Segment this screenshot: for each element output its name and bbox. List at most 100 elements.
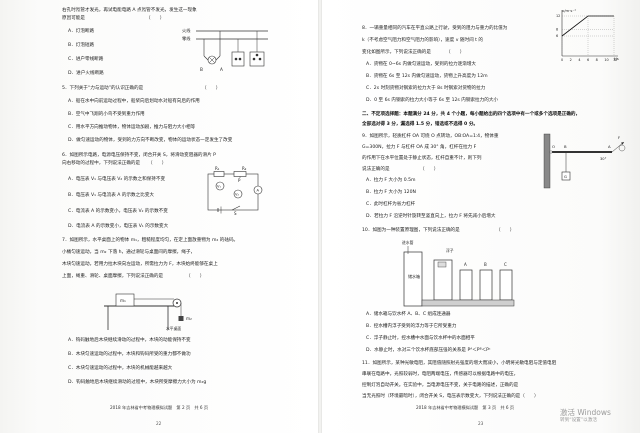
q4-label-live: 火线: [182, 27, 191, 33]
q5-option-c: C．用水平方向推动物体，物体运动加剧，推力与阻力大小相等: [68, 125, 196, 130]
q9-label-b: B: [564, 144, 567, 149]
q11-stem-line2: 串联在电路中，光照较弱时，电阻两端电压，传感器可以根据电路中的电压，: [362, 372, 519, 377]
q6-answer-bracket: （ ）: [148, 161, 167, 166]
q5-option-a: A．船在水中向前运动过程中，船桨向后划动水对船有向后的作用: [68, 99, 200, 104]
q4-option-a: A．灯泡断路: [68, 29, 95, 34]
q11-stem-line3: 控制灯泡自动开关。在实验中，当电源电压不变，关于电路的描述，正确的是: [362, 383, 519, 388]
q8-option-d: D．0 至 6s 内钢索的拉力大小等于 6s 至 12s 内钢索拉力的大小: [366, 98, 499, 103]
q9-answer-bracket: （ ）: [420, 167, 439, 172]
q8-x-tick-label: 6: [587, 58, 589, 62]
q6-stem-line2: 向右移动的过程中，下列说法正确的是: [62, 161, 141, 166]
q7-label-m2: m₂: [186, 316, 192, 321]
q4-circuit-figure: 火线 零线 B A: [182, 27, 268, 72]
q9-stem-line2: G=300N，拉力 F 与杠杆 OA 成 30° 角，杠杆在拉力 F: [362, 145, 477, 150]
q9-option-d: D．若拉力 F 沿逆时针旋转至竖直向上，拉力 F 将先减小后增大: [366, 214, 496, 219]
q4-option-d: D．进户火线断路: [68, 71, 104, 76]
section-2-title: 二、不定项选择题：本题满分 24 分，共 4 个小题，每小题给出的四个选项中有一…: [362, 112, 581, 117]
q10-option-a: A．储水箱与饮水杯 A、B、C 组成连通器: [366, 312, 451, 317]
q7-option-c: C．木块匀速运动的过程中，木块的机械能越来越大: [68, 366, 173, 371]
q8-y-tick-label: 12: [556, 14, 560, 18]
windows-activation-watermark: 激活 Windows: [560, 408, 611, 417]
q4-stem-line2: 原因可能是: [62, 16, 85, 21]
q8-x-tick-label: 2: [570, 58, 572, 62]
q10-label-float: 浮子: [446, 248, 454, 253]
q8-x-tick-label: 12: [613, 58, 617, 62]
q9-lever-figure: O B A F 30° G: [543, 133, 626, 189]
q8-option-a: A．货物在 0~6s 内做匀速运动，受到的拉力逐渐增大: [366, 62, 477, 67]
q8-y-tick-label: 8: [556, 28, 558, 32]
q7-option-d: D．钩码触地后木块继续滑动的过程中，木块所受摩擦力大小为 m₂g: [68, 380, 207, 385]
right-page-footer: 2018 年吉林省中考物理模拟试题 第 3 页 共 6 页: [416, 405, 515, 410]
q11-stem-line1: 11．如图所示，某种光敏电阻，其阻值随照射光强度的增大而减小，小明将光敏电阻与定…: [362, 361, 557, 366]
right-page-number: 23: [478, 421, 484, 426]
q9-stem-line1: 9．如图所示，轻质杠杆 OA 可绕 O 点转动，OB∶OA=1∶4，物体重: [362, 134, 499, 139]
q9-option-b: B．拉力 F 大小为 120N: [366, 190, 416, 195]
q5-stem: 5．下列关于“力与运动”的认识正确的是: [62, 86, 144, 91]
q8-option-b: B．货物在 6s 至 12s 内做匀速运动，货物上升高度为 12m: [366, 74, 488, 79]
q4-option-b: B．灯泡短路: [68, 43, 95, 48]
q6-label-p: P: [238, 178, 241, 183]
q6-label-v1: V₁: [217, 185, 221, 189]
q7-answer-bracket: （ ）: [186, 274, 205, 279]
q9-option-c: C．此时杠杆为省力杠杆: [366, 202, 416, 207]
q7-option-b: B．木块匀速运动的过程中，木块和钩码所受的重力都不做功: [68, 352, 191, 357]
q10-answer-bracket: （ ）: [496, 228, 515, 233]
exam-page-right: 8．一辆重量相同的汽车在平直公路上行驶，受到的阻力与重力的比值为 k（不考虑空气…: [320, 0, 640, 433]
q10-stem: 10．如图为一种装置原理图，下列说法正确的是: [362, 228, 460, 233]
q10-water-dispenser-figure: 储水箱 进水管 浮子 A B C: [402, 240, 515, 307]
q4-answer-bracket: （ ）: [146, 16, 165, 21]
q6-option-b: B．电压表 V₁ 与电流表 A 的示数之比变大: [68, 193, 155, 198]
q6-option-d: D．电流表 A 的示数变小，电压表 V₁ 的示数变大: [68, 224, 169, 229]
q9-label-a: A: [608, 144, 611, 149]
exam-page-left: 右孔时氖管才发光，再试电能电路 A 点氖管不发光，发生这一现象 原因可能是 （ …: [62, 8, 268, 426]
q8-x-tick-label: 8: [596, 58, 598, 62]
q8-answer-bracket: （ ）: [446, 50, 465, 55]
q8-x-axis-label: t/s: [614, 56, 619, 61]
q4-stem-line1: 右孔时氖管才发光，再试电能电路 A 点氖管不发光，发生这一现象: [62, 8, 197, 13]
q10-option-b: B．控水槽内浮子受到的浮力等于它所受重力: [366, 324, 457, 329]
q10-option-d: D．水静止时，水对三个饮水杯底部压强的关系是 Pᴬ＜Pᴮ＜Pᶜ: [366, 348, 491, 353]
q8-stem-line3: 变化如图所示，下列说法正确的是: [362, 50, 431, 55]
q4-option-c: C．进户零线断路: [68, 57, 104, 62]
q7-stem-line3: 木块匀速运动，若用力拉木块向左运动，所需拉力为 F，木块始终能够在桌上: [62, 262, 218, 267]
q4-point-b: B: [200, 67, 203, 72]
q9-stem-line4: 说法正确的是: [362, 167, 390, 172]
q9-stem-line3: 的作用下在水平位置处于静止状态，杠杆自重不计，则下列: [362, 156, 482, 161]
q6-option-c: C．电流表 A 的示数变小，电压表 V₂ 的示数不变: [68, 209, 168, 214]
q10-label-a: A: [464, 262, 467, 267]
q5-answer-bracket: （ ）: [202, 86, 221, 91]
q8-stem-line1: 8．一辆重量相同的汽车在平直公路上行驶，受到的阻力与重力的比值为: [362, 26, 508, 31]
q5-option-d: D．做匀速运动的物体，受到的力方向不断改变，物体的运动状态一定发生了改变: [68, 138, 233, 143]
q9-option-a: A．拉力 F 大小为 0.5m: [366, 178, 416, 183]
q9-label-angle: 30°: [600, 157, 607, 161]
q8-option-c: C．2s 时刻货物对钢索的拉力大于 8s 时钢索对货物的拉力: [366, 86, 486, 91]
q8-x-tick-label: 4: [578, 58, 580, 62]
q9-label-g: G: [564, 174, 567, 179]
q4-point-a: A: [220, 67, 223, 72]
q7-stem-line4: 上面，绳重、滑轮、桌面摩擦，下列说法正确的是: [62, 274, 164, 279]
q5-option-b: B．空气中飞翔的小鸟不受到重力作用: [68, 112, 145, 117]
q8-x-tick-label: 10: [604, 58, 608, 62]
q6-option-a: A．电压表 V₁ 与电压表 V₂ 的示数之和保持不变: [68, 177, 166, 182]
q6-label-a: A: [257, 189, 260, 193]
q7-label-table: 水平桌面: [166, 326, 181, 331]
q7-stem-line2: 小桶匀速运动，当 m₂ 下落 h，通过滑轮与桌面间的摩擦，绳子，: [62, 250, 196, 255]
q9-label-f: F: [618, 135, 620, 140]
q6-circuit-figure: R₁ P R₂ V₁ V₂ A S: [207, 166, 263, 216]
q6-label-v2: V₂: [235, 193, 239, 197]
q4-label-neutral: 零线: [182, 35, 191, 42]
q10-label-tank: 储水箱: [408, 273, 420, 279]
q7-label-m1: m₁: [120, 298, 126, 303]
book-gutter: [318, 0, 322, 433]
q7-stem-line1: 7．如图所示，水平桌面上的物体 m₁，粗糙程度均匀，在定上面放重物为 m₂ 的砝…: [62, 238, 239, 243]
q7-option-a: A．钩码触地后木块继续滑动的过程中，木块的动能保持不变: [68, 338, 191, 343]
q10-label-b: B: [484, 262, 487, 267]
q6-stem-line1: 6．如图所示电路，电源电压保持不变，闭合开关 S，将滑动变阻器的滑片 P: [62, 153, 216, 158]
q6-label-r2: R₂: [242, 166, 247, 171]
q11-stem-line4: 当无光照时（环境最暗时），闭合开关 S，电压表示数变大，下列说法正确的是（ ）: [362, 394, 539, 399]
q10-label-c: C: [504, 262, 507, 267]
q8-y-tick-label: 6: [556, 34, 558, 38]
q6-label-r1: R₁: [215, 166, 220, 171]
q10-label-inlet: 进水管: [402, 240, 414, 245]
